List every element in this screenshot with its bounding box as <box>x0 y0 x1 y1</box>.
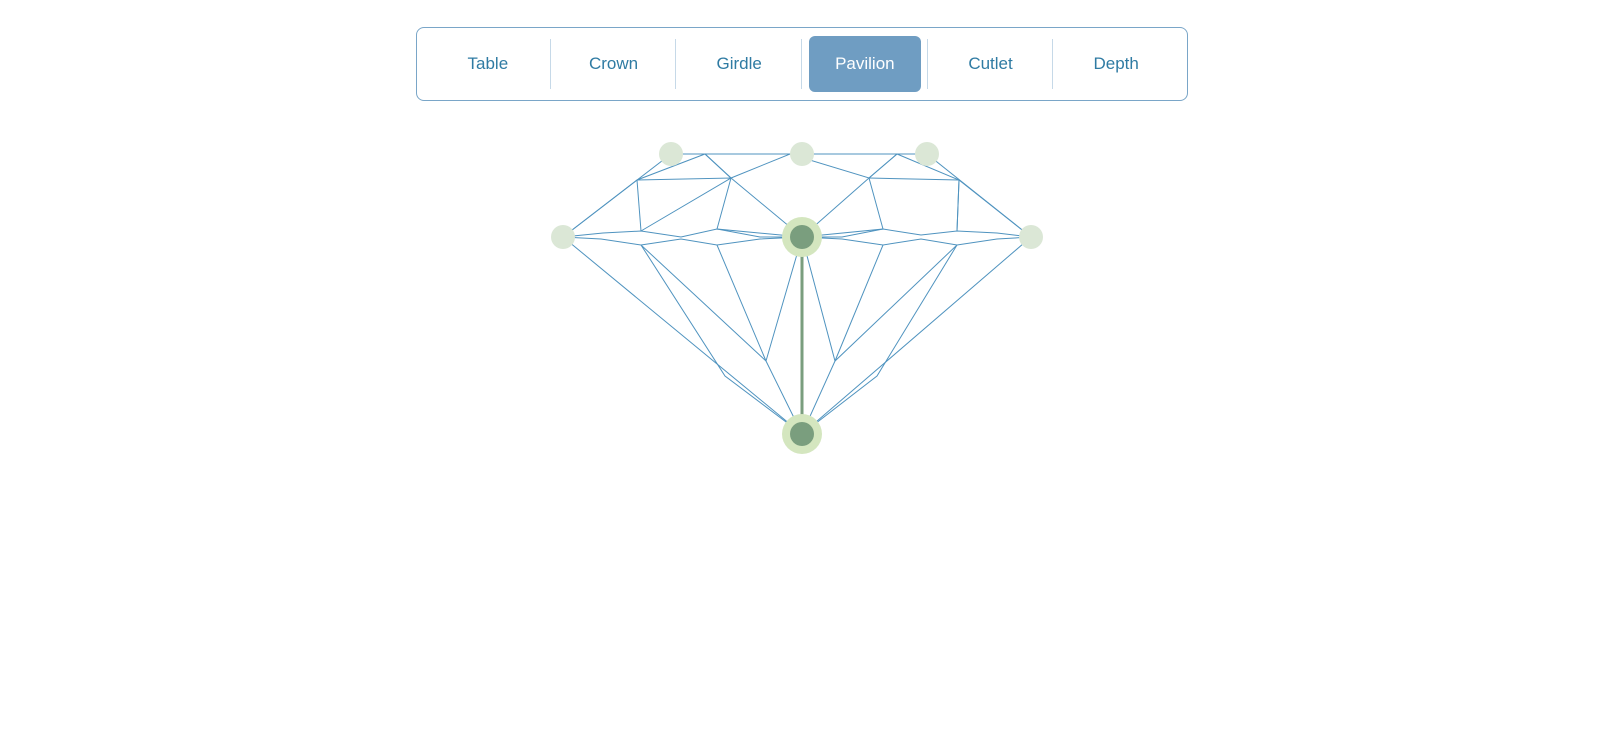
crown-star-right <box>868 177 960 232</box>
tab-crown[interactable]: Crown <box>549 36 670 92</box>
diamond-outline <box>562 153 1032 435</box>
tab-girdle[interactable]: Girdle <box>675 36 795 92</box>
pavilion-right-a <box>801 236 958 362</box>
table-right-node[interactable] <box>915 142 939 166</box>
tab-cutlet[interactable]: Cutlet <box>926 36 1047 92</box>
crown-kite-left <box>704 153 732 179</box>
table-center-node[interactable] <box>790 142 814 166</box>
table-left-node[interactable] <box>659 142 683 166</box>
pavilion-left-b <box>716 244 803 435</box>
culet-node[interactable] <box>790 422 814 446</box>
crown-bezel-right <box>956 179 960 232</box>
pavilion-right-b <box>801 244 884 435</box>
diamond-facets <box>562 153 1032 435</box>
girdle-center-node[interactable] <box>790 225 814 249</box>
crown-star-left <box>636 177 733 232</box>
crown-kite-right <box>868 153 898 179</box>
crown-bezel-left <box>636 179 642 232</box>
measurement-tab-bar: Table Crown Girdle Pavilion Cutlet Depth <box>416 27 1188 101</box>
tab-depth[interactable]: Depth <box>1052 36 1172 92</box>
girdle-left-node[interactable] <box>551 225 575 249</box>
girdle-right-node[interactable] <box>1019 225 1043 249</box>
pavilion-main-left <box>640 244 803 435</box>
pavilion-main-right <box>801 244 958 435</box>
tab-table[interactable]: Table <box>467 54 509 73</box>
tab-pavilion[interactable]: Pavilion <box>801 36 921 92</box>
